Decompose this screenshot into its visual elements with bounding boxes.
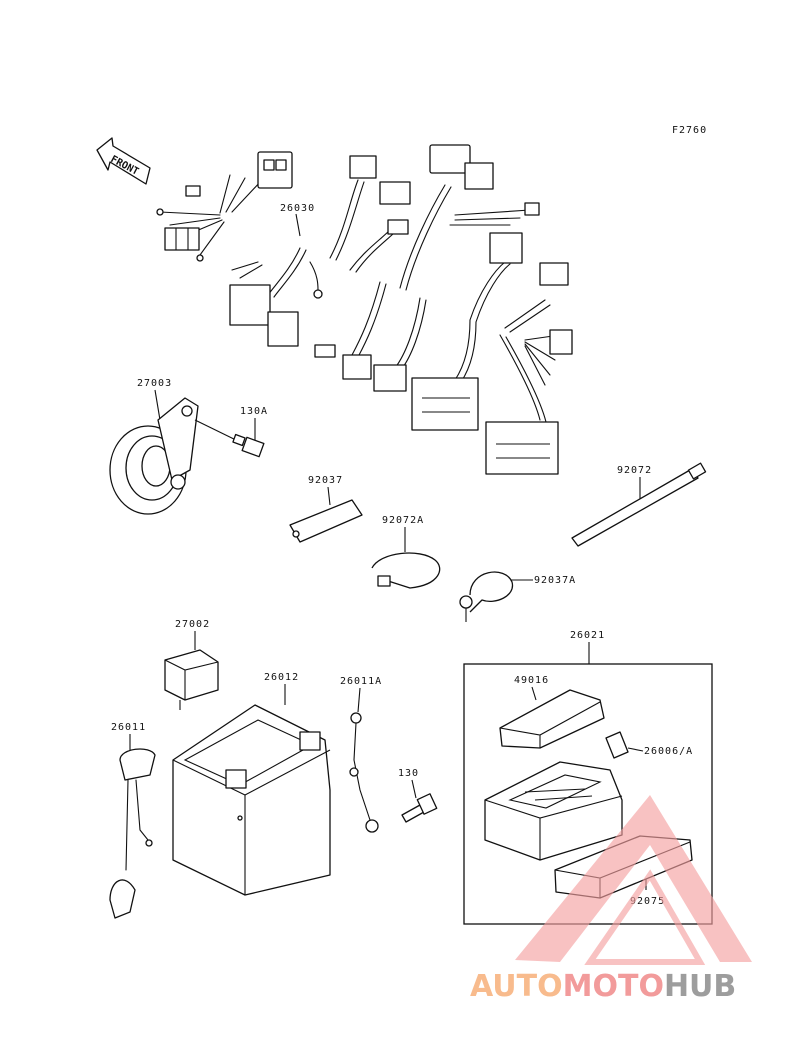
battery-26012: 26012 [172,672,331,896]
relay-27002: 27002 [164,619,219,710]
label-26021: 26021 [570,630,605,641]
label-92072: 92072 [617,465,652,476]
label-26006a: 26006/A [644,746,693,757]
label-92075: 92075 [630,896,665,907]
horn: 27003 [109,378,241,515]
label-49016: 49016 [514,675,549,686]
label-26012: 26012 [264,672,299,683]
label-27002: 27002 [175,619,210,630]
band-plate-92037: 92037 [289,475,363,543]
watermark-auto: AUTO [470,969,563,1004]
label-92037a: 92037A [534,575,576,586]
label-26011a: 26011A [340,676,382,687]
watermark-moto: MOTO [563,969,664,1004]
watermark-logo: AUTOMOTOHUB [470,795,752,1004]
label-26030: 26030 [280,203,315,214]
strap-92072: 92072 [571,462,707,547]
strap-92072a: 92072A [371,515,441,589]
label-27003: 27003 [137,378,172,389]
lead-cap-26011: 26011 [109,722,156,919]
battery-cable-26011a: 26011A [340,676,382,833]
label-26011: 26011 [111,722,146,733]
figure-code: F2760 [672,125,707,136]
bolt-130a: 130A [232,406,268,458]
label-92072a: 92072A [382,515,424,526]
front-arrow-icon: FRONT [96,137,151,185]
label-130a: 130A [240,406,268,417]
wiring-harness: 26030 [156,144,573,475]
label-130: 130 [398,768,419,779]
clamp-92037a: 92037A [459,571,576,622]
label-92037: 92037 [308,475,343,486]
svg-text:AUTOMOTOHUB: AUTOMOTOHUB [470,969,736,1004]
bolt-130: 130 [398,768,438,823]
watermark-hub: HUB [664,969,736,1004]
